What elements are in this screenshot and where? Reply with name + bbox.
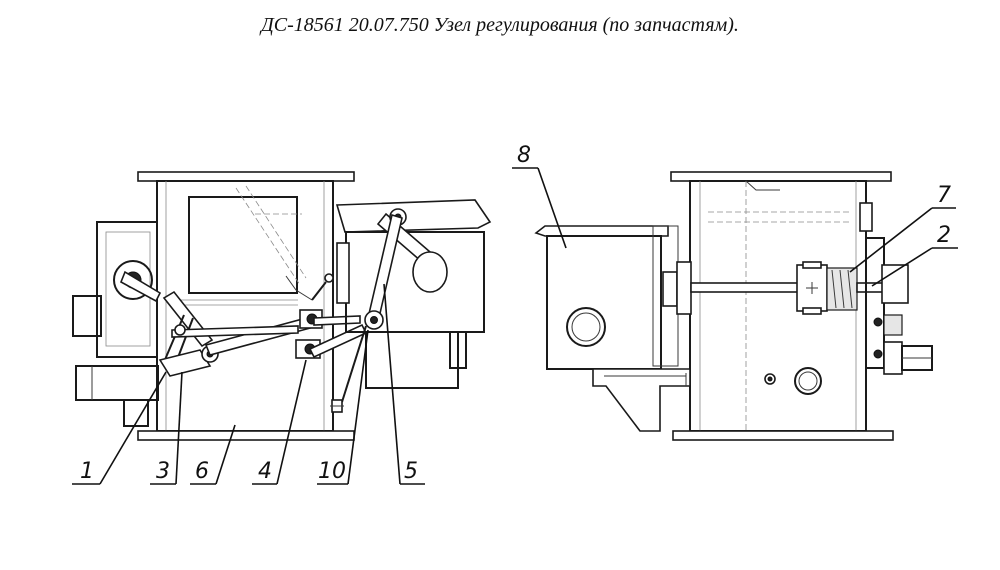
- left-lower-motor: [75, 365, 159, 401]
- callout-1: 1: [80, 459, 94, 484]
- bottom-bracket: [592, 368, 691, 432]
- callout-4: 4: [258, 459, 272, 484]
- box-8: [546, 235, 662, 370]
- callout-8: 8: [517, 143, 531, 168]
- right-view: [534, 171, 933, 441]
- drawing-title: ДС-18561 20.07.750 Узел регулирования (п…: [261, 14, 739, 36]
- port-large: [794, 367, 822, 395]
- callouts: 1 3 6 4 10 5 8 7 2: [80, 143, 951, 484]
- callout-2: 2: [937, 223, 951, 248]
- shaft: [690, 282, 802, 293]
- left-top-flange: [137, 171, 355, 182]
- callout-10: 10: [318, 459, 346, 484]
- box-8-port: [566, 307, 606, 347]
- left-window: [188, 196, 298, 294]
- left-gearbox: [96, 221, 158, 358]
- left-leaders: [72, 283, 425, 485]
- left-pivot-wheel: [113, 260, 153, 300]
- right-top-flange: [670, 171, 892, 182]
- box-8-lid: [534, 225, 669, 237]
- callout-6: 6: [195, 459, 209, 484]
- right-bottom-flange: [672, 430, 894, 441]
- link-rod-middle: [171, 325, 299, 338]
- callout-5: 5: [404, 459, 418, 484]
- actuator-motor: [365, 331, 459, 389]
- left-motor-cap: [72, 295, 102, 337]
- callout-7: 7: [937, 183, 951, 208]
- lever-3: [158, 349, 212, 377]
- left-bottom-flange: [137, 430, 355, 441]
- callout-3: 3: [156, 459, 170, 484]
- right-leaders: [512, 167, 958, 287]
- left-view: [72, 171, 492, 441]
- actuator-cover: [335, 199, 492, 233]
- crank-arm: [119, 270, 162, 303]
- rod-10: [341, 325, 367, 403]
